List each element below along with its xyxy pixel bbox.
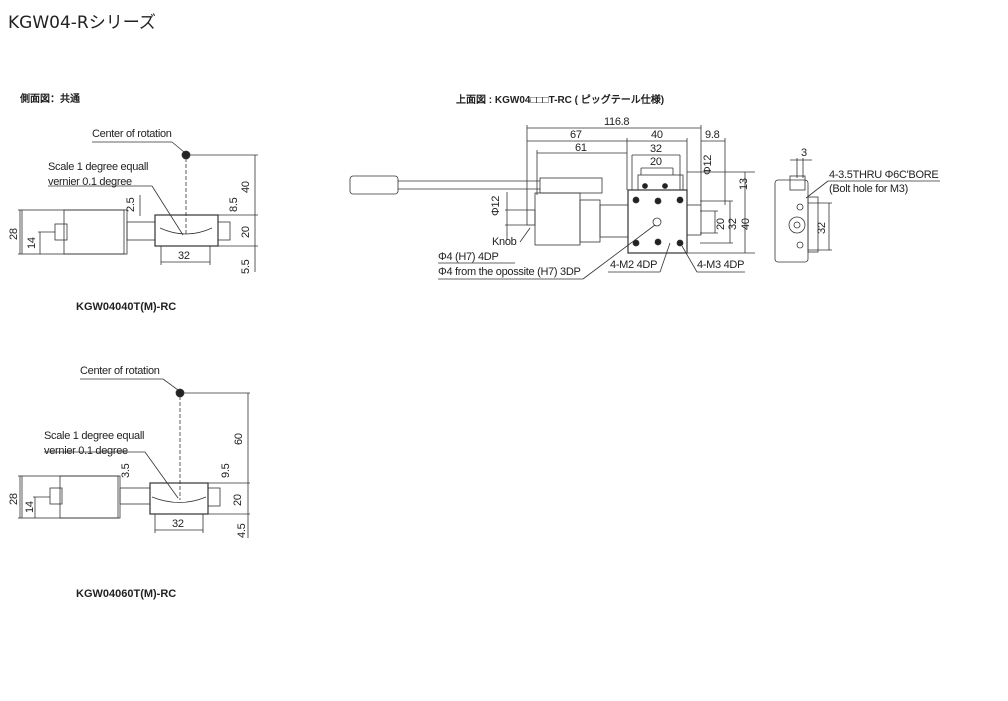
center-of-rotation-label: Center of rotation xyxy=(92,128,172,140)
side-view-b xyxy=(18,378,250,538)
top-view-heading: 上面図 : KGW04□□□T-RC ( ピッグテール仕様) xyxy=(456,95,665,106)
end-top xyxy=(789,175,806,191)
m3-label: 4-M3 4DP xyxy=(697,259,745,271)
cable-gland xyxy=(539,177,603,194)
model-b-caption: KGW04060T(M)-RC xyxy=(76,588,177,600)
end-body xyxy=(774,179,809,263)
knob-label: Knob xyxy=(492,236,517,248)
dim-3: 3 xyxy=(801,147,807,159)
dim-40: 40 xyxy=(651,129,663,141)
shaft-coupling xyxy=(126,221,156,241)
scale-label-line2: vernier 0.1 degree xyxy=(48,176,132,188)
dim-offset-top: 8.5 xyxy=(228,197,240,212)
stage-body xyxy=(149,482,209,515)
end-flange xyxy=(807,196,819,253)
connector xyxy=(49,487,63,505)
dim-bottom: 4.5 xyxy=(236,523,248,538)
dim-offset-side: 2.5 xyxy=(125,197,137,212)
scale-arc xyxy=(151,496,207,503)
dim-61: 61 xyxy=(575,142,587,154)
dim-total-height: 28 xyxy=(8,228,20,240)
dim-stage-height: 20 xyxy=(240,226,252,238)
knob xyxy=(526,209,536,226)
hole-label-2: Φ4 from the opossite (H7) 3DP xyxy=(438,266,581,278)
scale-label-line1: Scale 1 degree equall xyxy=(48,161,149,173)
dim-hole-pitch: 32 xyxy=(172,518,184,530)
dim-total-height: 28 xyxy=(8,493,20,505)
dim-32-end: 32 xyxy=(816,222,828,234)
bolt-hole-label-2: (Bolt hole for M3) xyxy=(829,183,908,195)
dim-v20: 20 xyxy=(715,218,727,230)
side-view-a xyxy=(18,141,258,272)
stage-knob xyxy=(217,221,231,241)
stage-body xyxy=(154,214,219,247)
dim-67: 67 xyxy=(570,129,582,141)
dim-v32: 32 xyxy=(727,218,739,230)
center-of-rotation-label: Center of rotation xyxy=(80,365,160,377)
dim-phi12-left: Φ12 xyxy=(490,195,502,216)
stage-upper xyxy=(637,174,684,191)
dim-20: 20 xyxy=(650,156,662,168)
shaft-coupling xyxy=(119,487,151,505)
top-view xyxy=(349,125,755,280)
page-title: KGW04-Rシリーズ xyxy=(8,13,156,33)
cable-connector xyxy=(349,175,399,195)
m2-label: 4-M2 4DP xyxy=(610,259,658,271)
dim-offset-top: 9.5 xyxy=(220,463,232,478)
model-a-caption: KGW04040T(M)-RC xyxy=(76,301,177,313)
scale-label-line1: Scale 1 degree equall xyxy=(44,430,145,442)
scale-label-line2: vernier 0.1 degree xyxy=(44,445,128,457)
dim-total-length: 116.8 xyxy=(604,116,630,128)
hole-label-1: Φ4 (H7) 4DP xyxy=(438,251,499,263)
dim-32: 32 xyxy=(650,143,662,155)
stage-knob xyxy=(686,204,702,236)
bolt-hole-label-1: 4-3.5THRU Φ6C'BORE xyxy=(829,169,939,181)
gearbox xyxy=(579,199,601,243)
dim-phi12-right: Φ12 xyxy=(702,154,714,175)
side-view-heading: 側面図：共通 xyxy=(20,94,80,105)
dim-height-center: 40 xyxy=(240,181,252,193)
dim-9-8: 9.8 xyxy=(705,129,720,141)
motor-body xyxy=(534,192,581,246)
dim-half-height: 14 xyxy=(26,237,38,249)
dim-13: 13 xyxy=(738,178,750,190)
dim-stage-height: 20 xyxy=(232,494,244,506)
dim-hole-pitch: 32 xyxy=(178,250,190,262)
connector xyxy=(54,223,68,241)
center-of-rotation-dot xyxy=(175,388,185,398)
coupling xyxy=(599,204,629,238)
stage-knob xyxy=(207,487,221,507)
dim-height-center: 60 xyxy=(233,433,245,445)
end-view xyxy=(774,158,940,263)
dim-v40: 40 xyxy=(740,218,752,230)
motor-housing xyxy=(59,475,119,519)
motor-housing xyxy=(63,209,125,255)
center-of-rotation-dot xyxy=(181,150,191,160)
dim-half-height: 14 xyxy=(24,501,36,513)
dim-bottom: 5.5 xyxy=(240,259,252,274)
dim-offset-side: 3.5 xyxy=(120,463,132,478)
mounting-holes xyxy=(632,183,684,247)
